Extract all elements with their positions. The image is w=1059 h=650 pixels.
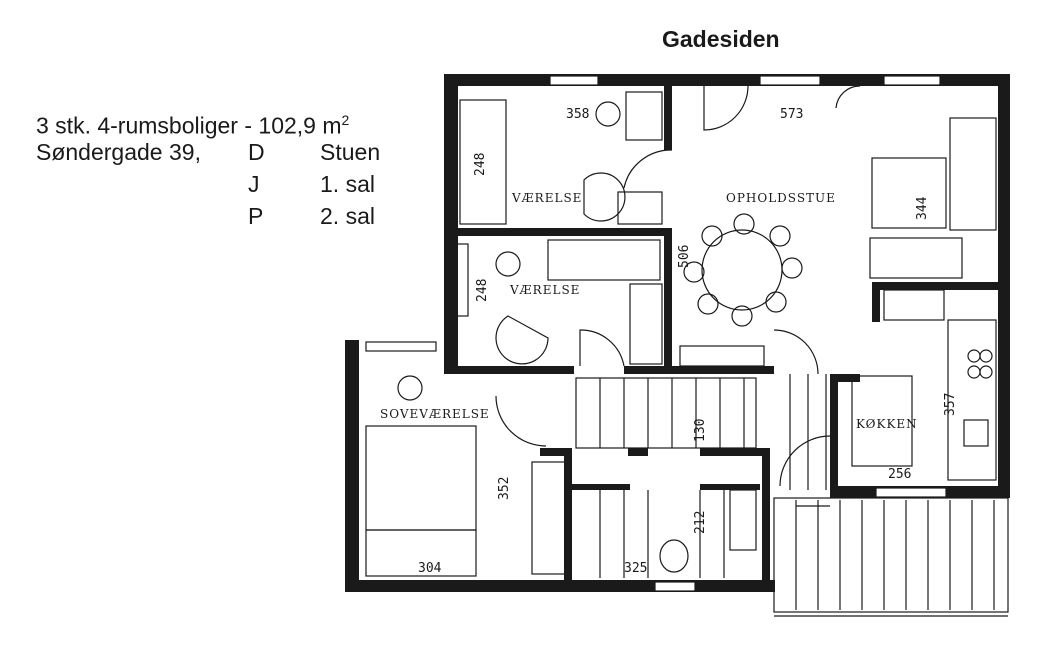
room-label-vaerelse-1: VÆRELSE (511, 191, 582, 205)
dim-358: 358 (566, 107, 589, 122)
floor-name-2: 2. sal (320, 203, 375, 229)
door-swings (495, 85, 861, 487)
dim-573: 573 (780, 107, 803, 122)
floor-letter-2: P (248, 203, 264, 229)
furniture (365, 91, 1009, 617)
dim-357: 357 (943, 393, 958, 416)
interior-walls (444, 86, 1010, 588)
apartment-info: 3 stk. 4-rumsboliger - 102,9 m2 Sønderga… (36, 104, 416, 232)
dim-256: 256 (888, 467, 911, 482)
room-label-opholdsstue: OPHOLDSSTUE (726, 191, 836, 205)
windows (365, 75, 947, 592)
room-labels: VÆRELSE VÆRELSE OPHOLDSSTUE SOVEVÆRELSE … (380, 191, 918, 431)
plan-title: Gadesiden (662, 26, 780, 52)
room-label-kokken: KØKKEN (856, 417, 918, 431)
area-text: 3 stk. 4-rumsboliger - 102,9 m (36, 112, 342, 139)
info-line-area: 3 stk. 4-rumsboliger - 102,9 m2 (36, 104, 416, 139)
dim-352: 352 (497, 477, 512, 500)
dim-344: 344 (915, 196, 930, 220)
floor-letter-1: J (248, 171, 260, 197)
address-text: Søndergade 39, (36, 139, 201, 165)
outer-walls (345, 74, 1010, 592)
dim-130: 130 (693, 419, 708, 442)
dim-325: 325 (624, 561, 647, 576)
floor-name-0: Stuen (320, 139, 381, 165)
dim-248-a: 248 (473, 153, 488, 176)
info-line-floor-1: J 1. sal (36, 168, 416, 200)
room-label-vaerelse-2: VÆRELSE (509, 283, 580, 297)
room-label-sovevaerelse: SOVEVÆRELSE (380, 407, 490, 421)
info-line-address: Søndergade 39, D Stuen (36, 136, 416, 168)
info-line-floor-2: P 2. sal (36, 200, 416, 232)
dim-248-b: 248 (475, 279, 490, 302)
floor-letter-0: D (248, 139, 265, 165)
dim-506: 506 (677, 245, 692, 268)
floor-name-1: 1. sal (320, 171, 375, 197)
dimension-labels: 358 573 248 248 506 344 357 352 130 212 … (418, 107, 958, 576)
dim-304: 304 (418, 561, 442, 576)
area-superscript: 2 (341, 112, 350, 128)
dim-212: 212 (693, 511, 708, 534)
